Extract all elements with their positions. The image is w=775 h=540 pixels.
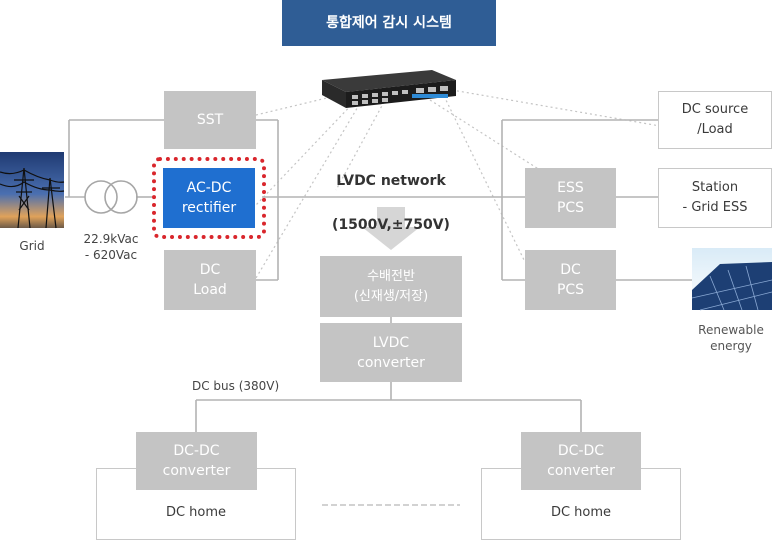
dc-source-load-block[interactable]: DC source /Load [658,91,772,149]
ess-pcs-block[interactable]: ESS PCS [525,168,616,228]
sst-block[interactable]: SST [164,91,256,149]
dc-bus-label: DC bus (380V) [192,379,280,393]
dcdc-converter-right[interactable]: DC-DC converter [521,432,641,490]
down-arrow-icon [362,207,420,250]
lvdc-network-title: LVDC network [336,173,446,189]
integrated-control-header: 통합제어 감시 시스템 [282,0,496,46]
switchboard-block[interactable]: 수배전반 (신재생/저장) [320,256,462,317]
lvdc-network-label: LVDC network (1500V,±750V) [310,148,472,258]
transformer-icon [84,180,138,214]
solar-panel-icon [691,248,773,311]
station-grid-ess-block[interactable]: Station - Grid ESS [658,168,772,228]
dc-load-block[interactable]: DC Load [164,250,256,310]
dc-home-left-label: DC home [165,505,227,520]
renewable-energy-label: Renewable energy [698,323,764,353]
grid-label: Grid [19,239,45,253]
bus-wiring [65,119,692,432]
lvdc-network-voltage: (1500V,±750V) [332,217,450,233]
lvdc-converter-block[interactable]: LVDC converter [320,323,462,382]
power-pylon-icon [0,152,65,229]
network-switch-icon [322,70,456,108]
acdc-rectifier-block[interactable]: AC-DC rectifier [163,168,255,228]
dc-pcs-block[interactable]: DC PCS [525,250,616,310]
dc-home-right-label: DC home [550,505,612,520]
transformer-voltage-label: 22.9kVac - 620Vac [83,232,139,262]
dcdc-converter-left[interactable]: DC-DC converter [136,432,257,490]
acdc-highlight-frame [152,157,266,239]
